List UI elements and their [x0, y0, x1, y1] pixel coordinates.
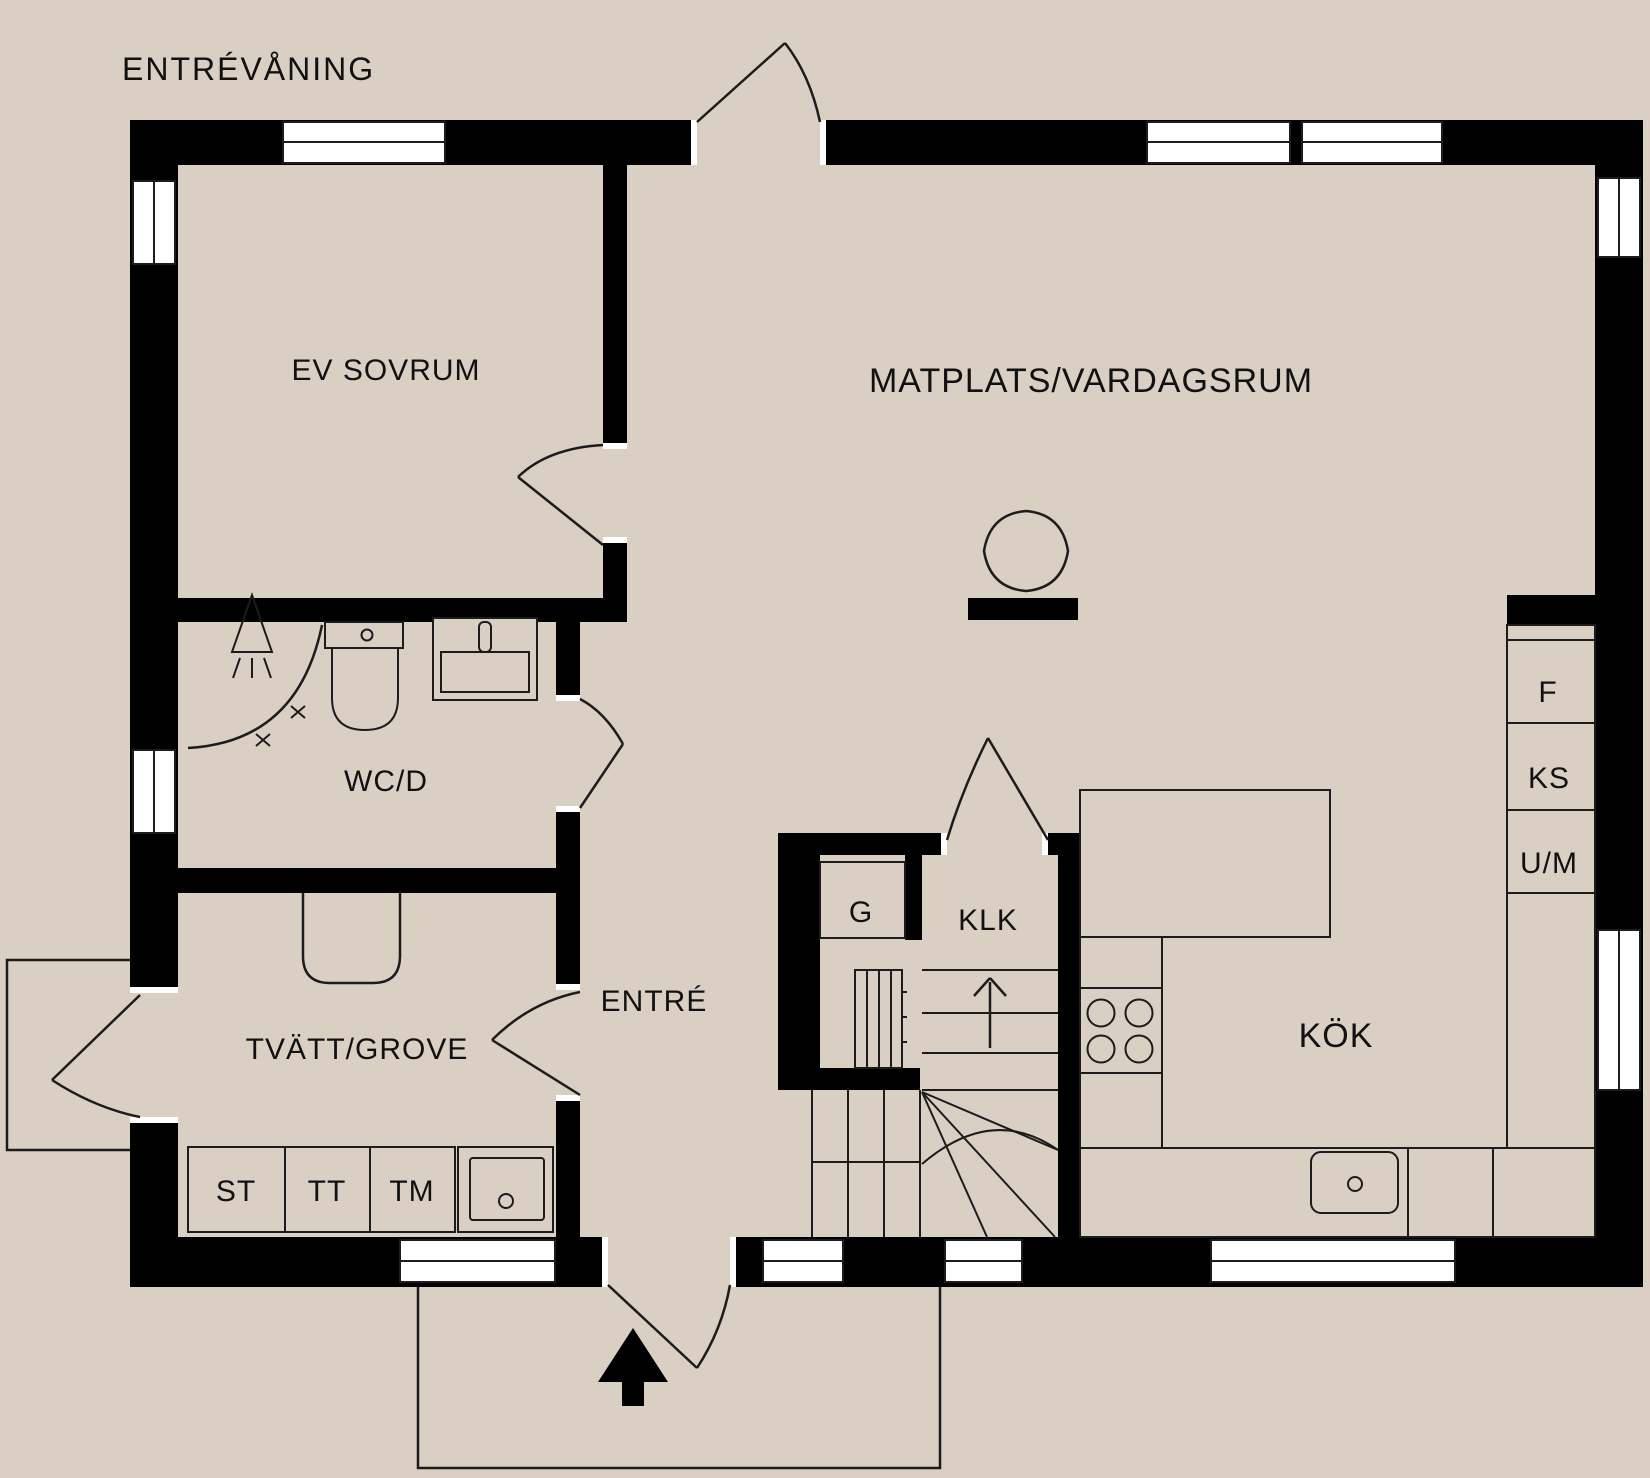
door-leaf [51, 994, 141, 1081]
door-leaf [517, 476, 604, 546]
door-opening [128, 993, 180, 1117]
door-leaf [578, 743, 625, 809]
wall-segment [778, 833, 820, 1090]
wall-segment [178, 868, 580, 893]
door-swings [51, 42, 1050, 1369]
door-arc [579, 697, 625, 745]
wall-segment [556, 808, 580, 868]
wall-segment [603, 165, 627, 443]
wall-segment [1058, 833, 1080, 1237]
room-label-living: MATPLATS/VARDAGSRUM [869, 362, 1313, 400]
kitchen-sink-icon [1310, 1151, 1399, 1214]
appliance-box-tm [369, 1146, 456, 1233]
wall-segment [905, 833, 922, 940]
laundry-fixtures [187, 893, 554, 1233]
room-labels: EV SOVRUM MATPLATS/VARDAGSRUM WC/D TVÄTT… [246, 354, 1374, 1066]
kitchen-counter-bottom [1079, 1147, 1596, 1238]
room-label-closet-klk: KLK [958, 904, 1018, 937]
toilet-icon [324, 621, 404, 732]
stove-icon [1080, 987, 1162, 1074]
appliance-label-f: F [1538, 676, 1557, 709]
wc-fixtures [187, 591, 538, 750]
door-leaf [491, 1038, 581, 1097]
shower-icon [230, 591, 274, 679]
appliance-label-tt: TT [308, 1175, 347, 1208]
door-leaf [607, 1284, 698, 1369]
closet-g-box [819, 861, 906, 939]
room-label-closet-g: G [849, 896, 873, 929]
appliance-label-st: ST [216, 1175, 256, 1208]
wall-segment [178, 598, 627, 622]
bathroom-sink-icon [432, 617, 538, 701]
door-jambs [130, 120, 1048, 1287]
wall-segment [1595, 120, 1643, 1287]
wall-segment [800, 1068, 920, 1090]
laundry-sink-icon [457, 1146, 554, 1233]
wall-segment [556, 1095, 580, 1237]
appliance-counter [1506, 892, 1596, 1149]
door-opening [608, 1235, 730, 1289]
interior-walls [178, 165, 1598, 1237]
wall-segment [1507, 595, 1598, 625]
entrance-arrow-icon [598, 1328, 668, 1406]
door-arc [491, 990, 581, 1041]
page-title: ENTRÉVÅNING [122, 51, 375, 87]
front-porch [416, 1287, 942, 1470]
room-label-kitchen: KÖK [1299, 1017, 1374, 1055]
room-label-laundry: TVÄTT/GROVE [246, 1033, 469, 1066]
wall-segment [556, 893, 580, 990]
shower-curtain [187, 624, 324, 750]
kitchen-island [1079, 789, 1331, 938]
fireplace-icon [968, 509, 1078, 620]
wall-segment [556, 622, 580, 697]
wall-openings [128, 118, 820, 1289]
closet-stairs-block [811, 861, 1059, 1238]
appliance-labels: ST TT TM F KS U/M [216, 676, 1578, 1208]
laundry-tub-icon [301, 893, 402, 985]
door-arc [517, 443, 604, 478]
appliance-label-tm: TM [389, 1175, 434, 1208]
appliance-box-tt [284, 1146, 371, 1233]
door-arc [695, 1284, 732, 1369]
wall-segment [603, 543, 627, 598]
kitchen-fixtures [1079, 624, 1596, 1238]
door-leaf [696, 42, 786, 123]
appliance-label-um: U/M [1520, 847, 1578, 880]
door-opening [697, 118, 820, 167]
room-label-bedroom: EV SOVRUM [291, 354, 480, 387]
room-label-entry: ENTRÉ [601, 985, 708, 1018]
stairs-up-arrow-icon [973, 977, 1007, 1048]
side-porch [5, 958, 137, 1152]
radiator-icon [854, 969, 907, 1069]
door-arc [945, 737, 990, 841]
windows [132, 121, 1641, 1283]
appliance-column [1506, 624, 1596, 1149]
appliance-label-ks: KS [1528, 762, 1570, 795]
wall-segment [820, 833, 947, 855]
door-arc [51, 1078, 141, 1119]
room-label-wc: WC/D [344, 765, 428, 798]
appliance-shelf [1506, 624, 1596, 641]
door-arc [784, 42, 822, 123]
door-leaf [986, 737, 1050, 841]
staircase [811, 969, 1059, 1238]
